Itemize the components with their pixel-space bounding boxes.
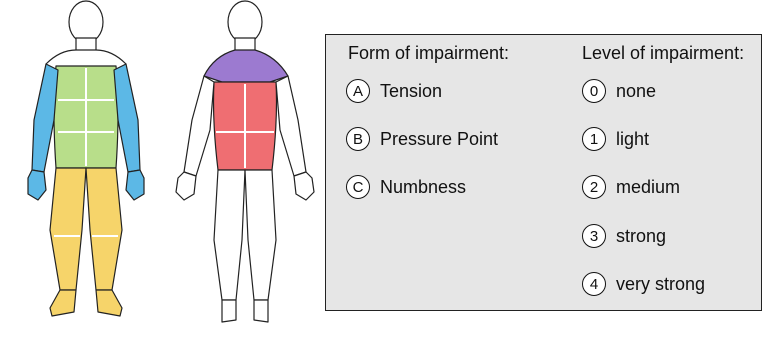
level-code-badge: 2 bbox=[582, 175, 606, 199]
front-left-hand[interactable] bbox=[28, 170, 46, 200]
level-option-label: none bbox=[616, 81, 656, 102]
form-option-label: Numbness bbox=[380, 177, 466, 198]
level-code-badge: 0 bbox=[582, 79, 606, 103]
impairment-legend-panel: Form of impairment: Level of impairment:… bbox=[325, 34, 762, 311]
level-option-none[interactable]: 0 none bbox=[582, 78, 656, 104]
form-of-impairment-heading: Form of impairment: bbox=[348, 43, 509, 64]
body-diagram bbox=[0, 0, 320, 341]
back-left-leg[interactable] bbox=[214, 170, 245, 300]
back-left-arm[interactable] bbox=[184, 76, 214, 176]
form-code-badge: B bbox=[346, 127, 370, 151]
form-option-label: Pressure Point bbox=[380, 129, 498, 150]
front-head[interactable] bbox=[69, 1, 103, 43]
front-left-foot[interactable] bbox=[50, 290, 76, 316]
back-right-arm[interactable] bbox=[276, 76, 306, 176]
back-right-hand[interactable] bbox=[294, 172, 314, 200]
level-option-strong[interactable]: 3 strong bbox=[582, 223, 666, 249]
form-code-badge: C bbox=[346, 175, 370, 199]
front-right-arm[interactable] bbox=[114, 64, 140, 172]
front-right-hand[interactable] bbox=[126, 170, 144, 200]
front-right-foot[interactable] bbox=[96, 290, 122, 316]
level-option-label: strong bbox=[616, 226, 666, 247]
front-figure bbox=[28, 1, 144, 316]
form-option-pressure-point[interactable]: B Pressure Point bbox=[346, 126, 498, 152]
level-code-badge: 1 bbox=[582, 127, 606, 151]
form-code-badge: A bbox=[346, 79, 370, 103]
front-right-leg[interactable] bbox=[86, 168, 122, 290]
level-code-badge: 3 bbox=[582, 224, 606, 248]
back-right-foot[interactable] bbox=[254, 300, 268, 322]
back-left-hand[interactable] bbox=[176, 172, 196, 200]
level-code-badge: 4 bbox=[582, 272, 606, 296]
back-right-leg[interactable] bbox=[245, 170, 276, 300]
level-option-light[interactable]: 1 light bbox=[582, 126, 649, 152]
level-of-impairment-heading: Level of impairment: bbox=[582, 43, 744, 64]
level-option-medium[interactable]: 2 medium bbox=[582, 174, 680, 200]
level-option-label: medium bbox=[616, 177, 680, 198]
back-left-foot[interactable] bbox=[222, 300, 236, 322]
form-option-label: Tension bbox=[380, 81, 442, 102]
front-left-arm[interactable] bbox=[32, 64, 58, 172]
form-option-tension[interactable]: A Tension bbox=[346, 78, 442, 104]
level-option-label: very strong bbox=[616, 274, 705, 295]
back-shoulders[interactable] bbox=[204, 50, 288, 82]
front-left-leg[interactable] bbox=[50, 168, 86, 290]
level-option-very-strong[interactable]: 4 very strong bbox=[582, 271, 705, 297]
form-option-numbness[interactable]: C Numbness bbox=[346, 174, 466, 200]
level-option-label: light bbox=[616, 129, 649, 150]
back-figure bbox=[176, 1, 314, 322]
back-head[interactable] bbox=[228, 1, 262, 43]
